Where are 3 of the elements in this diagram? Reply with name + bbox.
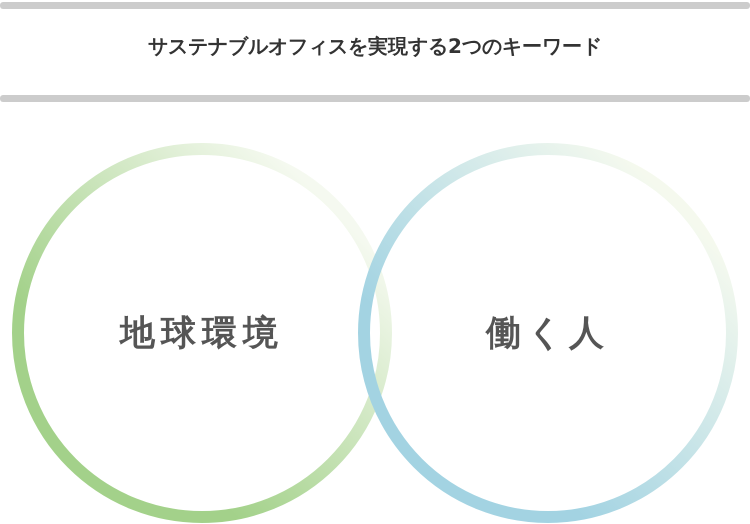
title: サステナブルオフィスを実現する2つのキーワード	[147, 33, 603, 60]
keyword-label: 働く人	[484, 312, 611, 356]
keyword-label: 地球環境	[118, 312, 285, 356]
